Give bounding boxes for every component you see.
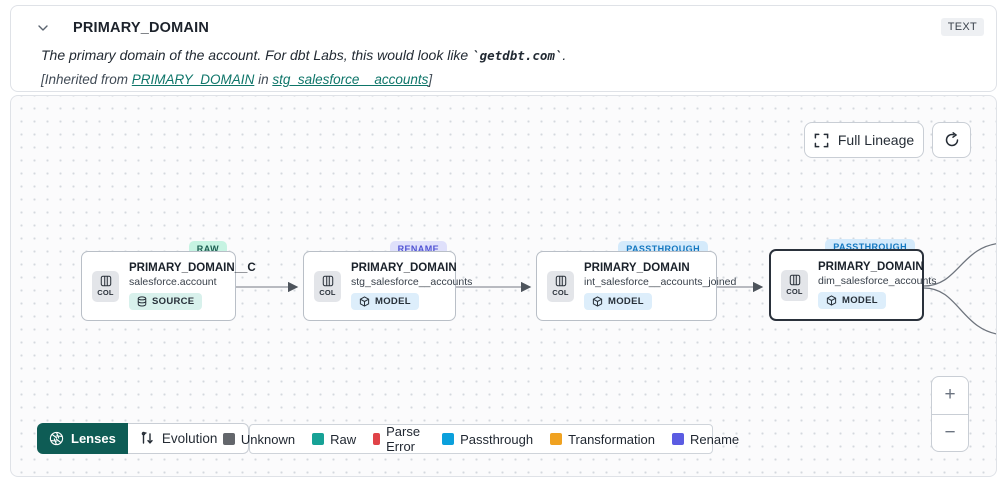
column-chip: COL xyxy=(314,270,341,302)
lineage-canvas[interactable]: Full Lineage RAW COL PRIMARY_DOMAIN__C s… xyxy=(10,95,997,477)
node-body: COL PRIMARY_DOMAIN int_salesforce__accou… xyxy=(536,251,736,321)
inherited-model-link[interactable]: stg_salesforce__accounts xyxy=(272,72,429,87)
source-icon xyxy=(137,296,147,307)
legend-item: Transformation xyxy=(550,432,655,447)
page-title: PRIMARY_DOMAIN xyxy=(73,20,209,36)
legend-item: Passthrough xyxy=(442,432,533,447)
col-chip-label: COL xyxy=(319,288,336,297)
lineage-node-intermediate[interactable]: PASSTHROUGH COL PRIMARY_DOMAIN int_sales… xyxy=(536,241,736,321)
node-kind-label: MODEL xyxy=(375,296,411,307)
legend-swatch-rename xyxy=(672,433,684,445)
node-kind-label: MODEL xyxy=(608,296,644,307)
lens-selector[interactable]: Evolution xyxy=(127,423,250,454)
description-suffix: . xyxy=(562,47,567,63)
column-icon xyxy=(322,275,333,287)
lenses-button[interactable]: Lenses xyxy=(37,423,128,454)
node-text: PRIMARY_DOMAIN stg_salesforce__accounts … xyxy=(351,262,472,310)
column-description: The primary domain of the account. For d… xyxy=(41,47,566,63)
legend-swatch-transformation xyxy=(550,433,563,445)
node-title: PRIMARY_DOMAIN xyxy=(818,261,924,273)
legend-item: Raw xyxy=(312,432,356,447)
lenses-label: Lenses xyxy=(71,431,116,446)
node-kind-badge: MODEL xyxy=(351,293,419,310)
zoom-in-button[interactable]: + xyxy=(932,377,968,415)
column-icon xyxy=(100,275,111,287)
legend-label: Transformation xyxy=(568,431,655,447)
column-type-badge: TEXT xyxy=(940,18,984,36)
col-chip-label: COL xyxy=(786,287,803,296)
lens-group: Lenses Evolution xyxy=(37,423,250,454)
status-legend: Unknown Raw Parse Error Passthrough Tran… xyxy=(222,424,739,454)
lens-selected-label: Evolution xyxy=(161,431,218,446)
inherited-middle: in xyxy=(254,72,273,87)
legend-label: Rename xyxy=(690,431,740,447)
node-subtitle: salesforce.account xyxy=(129,276,217,288)
full-lineage-button[interactable]: Full Lineage xyxy=(804,122,924,158)
column-chip: COL xyxy=(547,270,574,302)
column-header-row: PRIMARY_DOMAIN TEXT xyxy=(11,16,996,40)
node-subtitle: dim_salesforce_accounts xyxy=(818,275,937,287)
inherited-column-link[interactable]: PRIMARY_DOMAIN xyxy=(131,72,255,87)
node-body: COL PRIMARY_DOMAIN__C salesforce.account… xyxy=(81,251,256,321)
legend-label: Raw xyxy=(330,431,357,447)
legend-item: Unknown xyxy=(222,431,296,447)
legend-item: Parse Error xyxy=(373,424,425,454)
node-subtitle: stg_salesforce__accounts xyxy=(351,276,473,288)
inherited-prefix: [Inherited from xyxy=(41,72,132,87)
node-text: PRIMARY_DOMAIN dim_salesforce_accounts M… xyxy=(818,261,936,309)
column-icon xyxy=(789,274,800,286)
column-header-card: PRIMARY_DOMAIN TEXT The primary domain o… xyxy=(10,5,997,92)
model-icon xyxy=(359,296,370,307)
inherited-suffix: ] xyxy=(428,72,433,87)
description-text: The primary domain of the account. For d… xyxy=(41,47,473,63)
zoom-controls: + − xyxy=(931,376,969,452)
column-chip: COL xyxy=(92,270,119,302)
legend-swatch-passthrough xyxy=(442,433,455,445)
node-kind-badge: SOURCE xyxy=(129,293,203,310)
zoom-out-button[interactable]: − xyxy=(944,421,956,443)
description-code: `getdbt.com` xyxy=(472,48,563,63)
node-kind-label: SOURCE xyxy=(152,296,195,307)
legend-swatch-parse-error xyxy=(373,433,381,445)
collapse-chevron-icon[interactable] xyxy=(33,18,53,38)
legend-label: Unknown xyxy=(240,431,296,447)
col-chip-label: COL xyxy=(552,288,569,297)
node-title: PRIMARY_DOMAIN__C xyxy=(129,262,256,274)
lineage-node-source[interactable]: RAW COL PRIMARY_DOMAIN__C salesforce.acc… xyxy=(81,241,256,321)
node-body: COL PRIMARY_DOMAIN stg_salesforce__accou… xyxy=(303,251,472,321)
inherited-from-line: [Inherited from PRIMARY_DOMAIN in stg_sa… xyxy=(41,72,432,87)
column-chip: COL xyxy=(781,269,808,301)
legend-label: Parse Error xyxy=(386,424,421,454)
node-kind-label: MODEL xyxy=(842,295,878,306)
column-icon xyxy=(555,275,566,287)
legend-swatch-unknown xyxy=(222,433,235,445)
model-icon xyxy=(826,295,837,306)
node-kind-badge: MODEL xyxy=(818,292,886,309)
lineage-node-dim-selected[interactable]: PASSTHROUGH COL PRIMARY_DOMAIN dim_sales… xyxy=(769,239,936,321)
evolution-icon xyxy=(141,431,153,444)
node-title: PRIMARY_DOMAIN xyxy=(584,262,690,274)
node-body: COL PRIMARY_DOMAIN dim_salesforce_accoun… xyxy=(769,249,936,321)
node-subtitle: int_salesforce__accounts_joined xyxy=(584,276,737,288)
node-text: PRIMARY_DOMAIN int_salesforce__accounts_… xyxy=(584,262,736,310)
col-chip-label: COL xyxy=(97,288,114,297)
node-title: PRIMARY_DOMAIN xyxy=(351,262,457,274)
refresh-button[interactable] xyxy=(932,122,971,158)
node-kind-badge: MODEL xyxy=(584,293,652,310)
legend-item: Rename xyxy=(672,432,739,447)
legend-swatch-raw xyxy=(312,433,325,445)
node-text: PRIMARY_DOMAIN__C salesforce.account SOU… xyxy=(129,262,256,310)
lineage-node-staging[interactable]: RENAME COL PRIMARY_DOMAIN stg_salesforce… xyxy=(303,241,472,321)
model-icon xyxy=(592,296,603,307)
lens-aperture-icon xyxy=(49,431,64,446)
full-lineage-label: Full Lineage xyxy=(837,132,915,148)
expand-icon xyxy=(814,133,829,148)
legend-label: Passthrough xyxy=(460,431,534,447)
refresh-icon xyxy=(944,132,960,148)
